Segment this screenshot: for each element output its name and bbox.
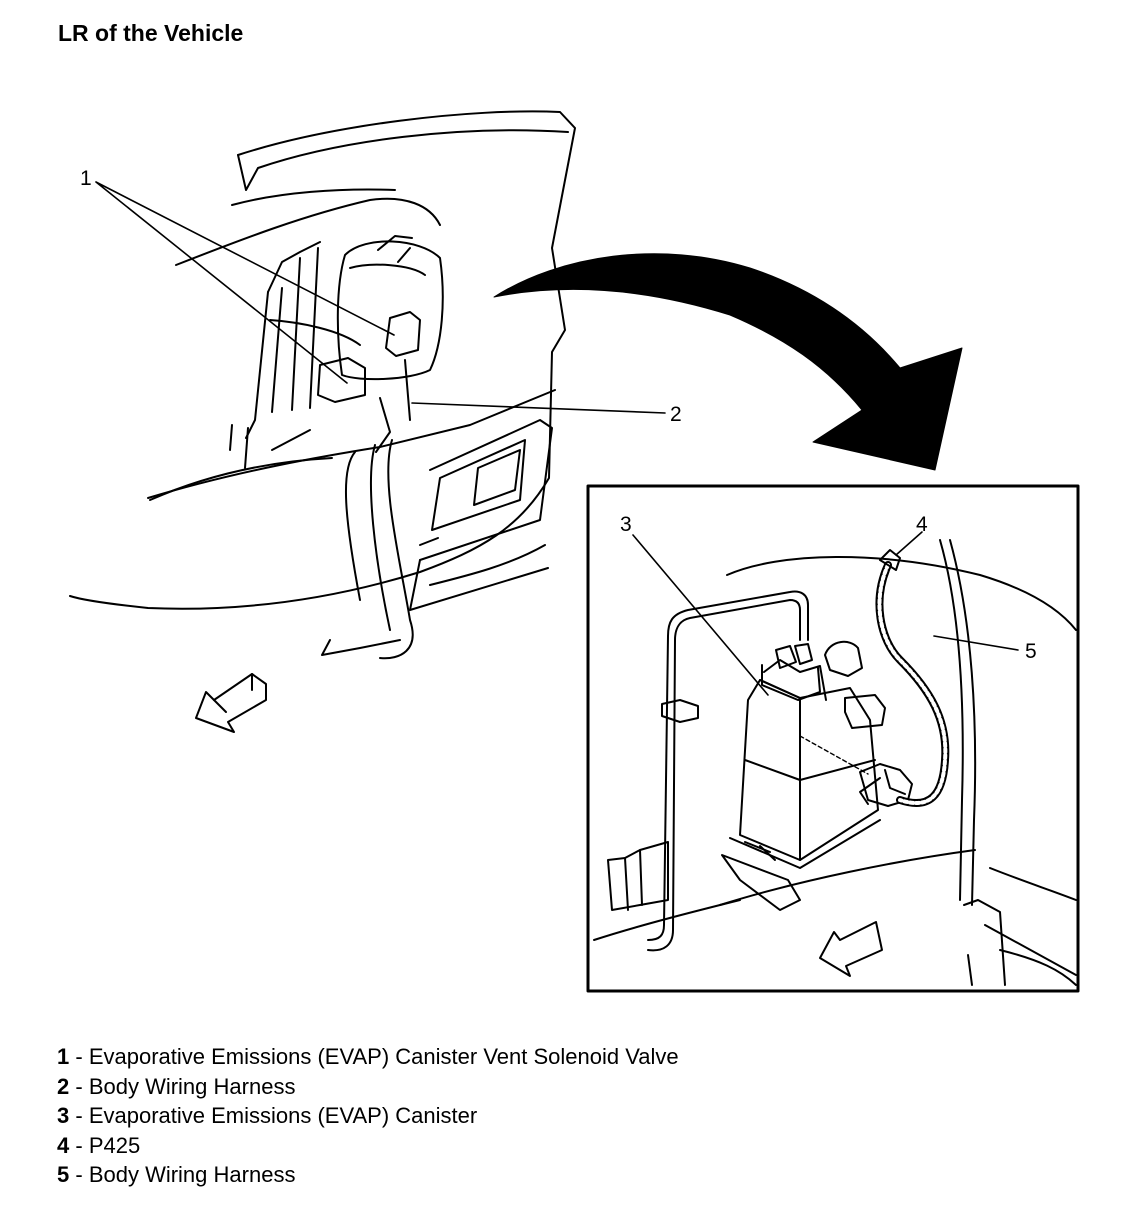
legend-item: 3 - Evaporative Emissions (EVAP) Caniste…: [57, 1101, 679, 1131]
legend-separator: -: [69, 1132, 89, 1158]
legend-text: P425: [88, 1132, 141, 1158]
legend-number: 5: [57, 1162, 70, 1187]
legend-item: 2 - Body Wiring Harness: [57, 1072, 679, 1102]
callout-5-leader: [933, 635, 1019, 651]
callout-3-label: 3: [620, 513, 632, 536]
zoom-pointer-arrow: [493, 253, 963, 471]
callout-4-label: 4: [916, 513, 928, 536]
legend-text: Evaporative Emissions (EVAP) Canister Ve…: [88, 1044, 679, 1069]
callout-5-label: 5: [1025, 640, 1037, 663]
legend-item: 5 - Body Wiring Harness: [57, 1160, 679, 1190]
legend-text: Body Wiring Harness: [88, 1162, 296, 1187]
front-direction-arrow-icon: [195, 673, 267, 733]
detail-view-frame: [586, 484, 1080, 993]
canister-detail-drawing: [593, 539, 1077, 986]
legend-separator: -: [69, 1162, 89, 1187]
legend-list: 1 - Evaporative Emissions (EVAP) Caniste…: [57, 1042, 679, 1190]
diagram-title: LR of the Vehicle: [58, 20, 244, 46]
callout-2-leader: [411, 402, 666, 414]
callout-4-leader: [895, 531, 923, 556]
vehicle-body-drawing: [69, 110, 576, 660]
legend-item: 4 - P425: [57, 1131, 679, 1161]
front-direction-arrow-icon: [819, 921, 883, 977]
legend-item: 1 - Evaporative Emissions (EVAP) Caniste…: [57, 1042, 679, 1072]
legend-number: 2: [57, 1073, 70, 1099]
legend-number: 3: [57, 1103, 70, 1128]
callout-leader: [799, 735, 869, 775]
legend-number: 4: [57, 1132, 70, 1158]
callout-1-label: 1: [80, 167, 92, 190]
callout-3-leader: [632, 534, 769, 696]
callout-1-leader: [95, 181, 395, 384]
legend-text: Evaporative Emissions (EVAP) Canister: [88, 1103, 478, 1128]
legend-separator: -: [69, 1103, 89, 1128]
legend-text: Body Wiring Harness: [88, 1073, 296, 1099]
legend-separator: -: [69, 1044, 89, 1069]
callout-2-label: 2: [670, 403, 682, 426]
legend-number: 1: [57, 1044, 70, 1069]
legend-separator: -: [69, 1073, 89, 1099]
